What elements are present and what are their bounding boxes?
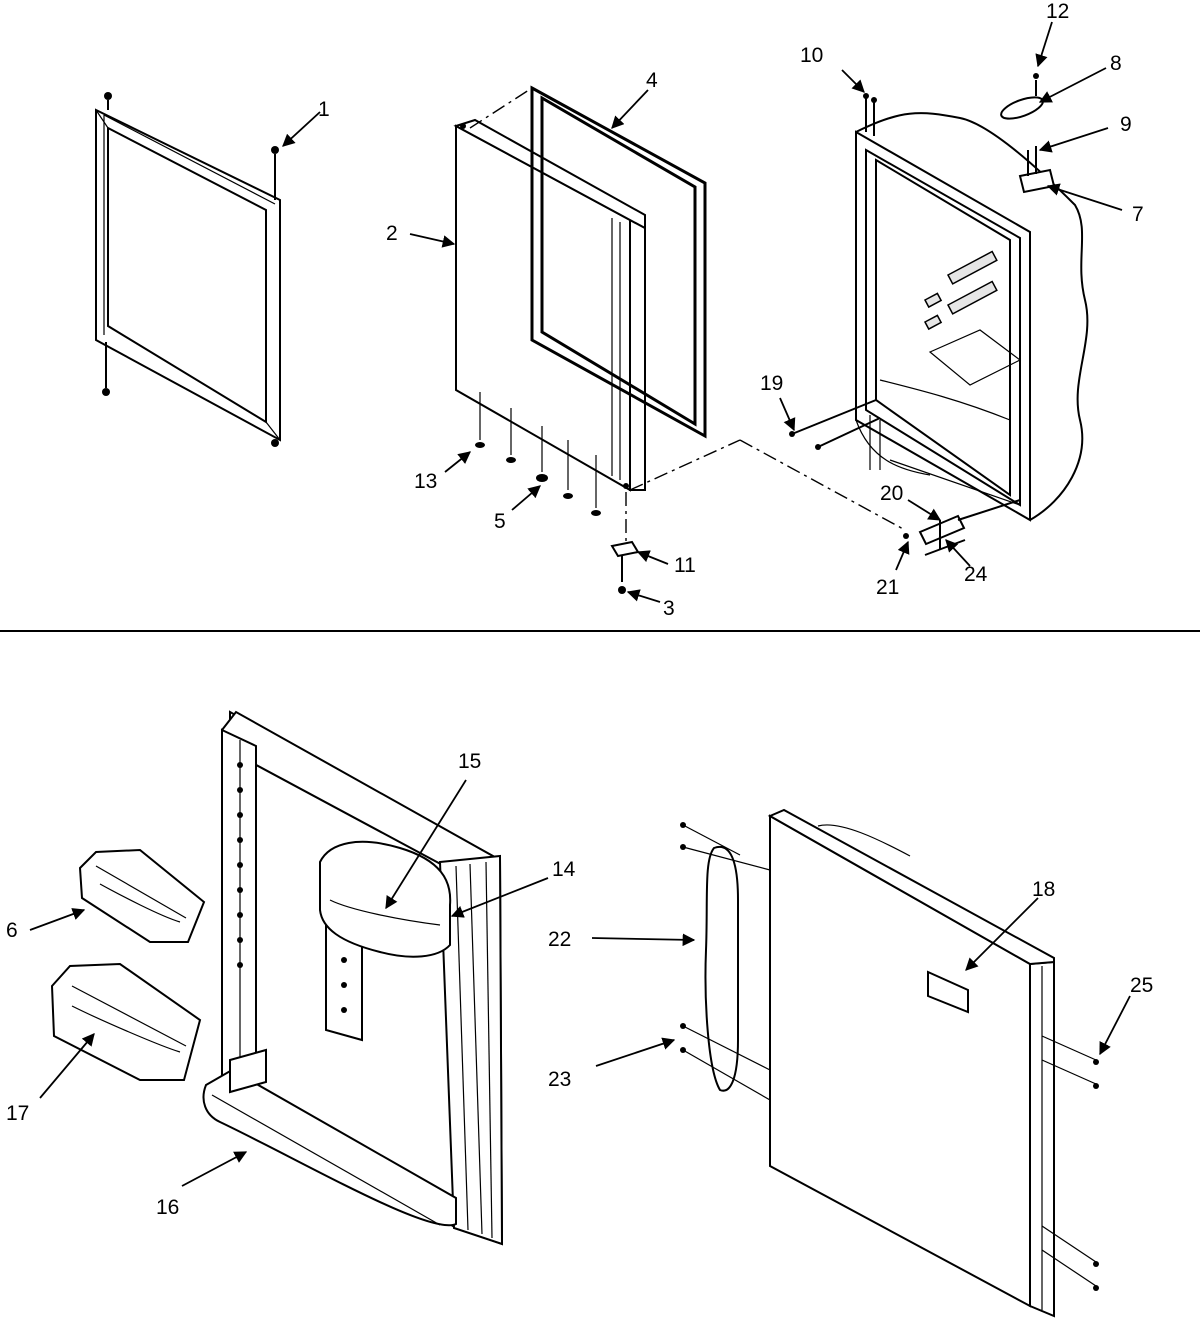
refrigerator-cabinet — [855, 112, 1089, 522]
alignment-lines — [469, 87, 906, 545]
panel-screws — [475, 392, 601, 516]
outer-door-screws — [1041, 1035, 1099, 1291]
part-label-16: 16 — [156, 1196, 179, 1219]
part-label-13: 13 — [414, 470, 437, 493]
part-label-6: 6 — [6, 919, 18, 942]
part-label-14: 14 — [552, 858, 576, 881]
part-label-22: 22 — [548, 928, 571, 951]
callout-arrows — [29, 21, 1131, 1187]
part-label-9: 9 — [1120, 113, 1132, 136]
part-label-25: 25 — [1130, 974, 1153, 997]
part-label-15: 15 — [458, 750, 481, 773]
part-label-17: 17 — [6, 1102, 29, 1125]
part-label-20: 20 — [880, 482, 903, 505]
part-label-12: 12 — [1046, 0, 1069, 23]
part-label-1: 1 — [318, 98, 330, 121]
door-frame-part — [95, 92, 281, 447]
part-label-18: 18 — [1032, 878, 1055, 901]
lower-hinge-part — [610, 540, 640, 594]
part-label-5: 5 — [494, 510, 506, 533]
part-label-23: 23 — [548, 1068, 571, 1091]
part-label-3: 3 — [663, 597, 675, 620]
part-labels: 1 2 3 4 5 6 7 8 9 10 11 12 13 14 15 16 1… — [6, 0, 1153, 1219]
part-label-19: 19 — [760, 372, 783, 395]
part-label-21: 21 — [876, 576, 899, 599]
door-gasket-part — [530, 85, 707, 439]
part-label-11: 11 — [674, 554, 696, 577]
door-bin-lower — [50, 962, 202, 1081]
part-label-4: 4 — [646, 69, 658, 92]
part-label-24: 24 — [964, 563, 988, 586]
part-label-2: 2 — [386, 222, 398, 245]
inner-door-panel-part — [453, 118, 646, 492]
part-label-7: 7 — [1132, 203, 1144, 226]
door-handle-part — [680, 822, 771, 1101]
top-hinge-assembly — [863, 73, 1056, 194]
outer-door-part — [767, 808, 1055, 1318]
inner-door-assembly — [202, 710, 504, 1246]
door-bin-upper — [78, 848, 206, 943]
lower-bracket-assembly — [789, 399, 1021, 556]
part-label-10: 10 — [800, 44, 823, 67]
part-label-8: 8 — [1110, 52, 1122, 75]
